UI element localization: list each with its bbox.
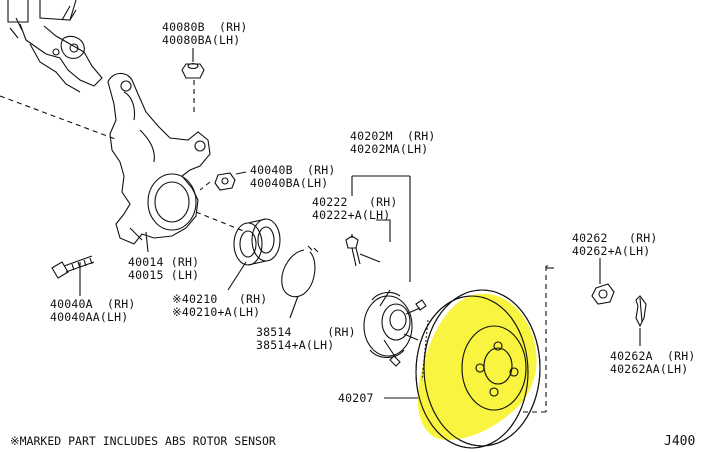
- label-40210-rh: ※40210 (RH): [172, 292, 268, 306]
- label-40015-lh: 40015 (LH): [128, 268, 200, 282]
- label-40040b-lh: 40040BA(LH): [250, 176, 329, 190]
- rotor-highlight: [415, 289, 541, 449]
- diagram-reference: J400: [664, 434, 696, 449]
- label-40040b-rh: 40040B (RH): [250, 163, 336, 177]
- nut-40262: [591, 283, 615, 305]
- snap-ring: [281, 245, 319, 298]
- label-40014-rh: 40014 (RH): [128, 255, 200, 269]
- label-40040a-lh: 40040AA(LH): [50, 310, 129, 324]
- wheel-bearing: [233, 218, 281, 266]
- cotter-pin: [635, 295, 647, 328]
- label-40262a-lh: 40262AA(LH): [610, 362, 689, 376]
- label-40222-lh: 40222+A(LH): [312, 208, 391, 222]
- wheel-hub: [363, 289, 427, 367]
- label-40262-lh: 40262+A(LH): [572, 244, 651, 258]
- nut-40080: [181, 62, 205, 79]
- label-40202-rh: 40202M (RH): [350, 129, 436, 143]
- label-40262a-rh: 40262A (RH): [610, 349, 696, 363]
- bolt-40040a: [51, 255, 95, 279]
- label-38514-lh: 38514+A(LH): [256, 338, 335, 352]
- strut-assembly: [7, 0, 103, 93]
- label-40040a-rh: 40040A (RH): [50, 297, 136, 311]
- label-40222-rh: 40222 (RH): [312, 195, 398, 209]
- dashed-guides: [0, 80, 548, 413]
- label-38514-rh: 38514 (RH): [256, 325, 356, 339]
- label-40202-lh: 40202MA(LH): [350, 142, 429, 156]
- label-40210-lh: ※40210+A(LH): [172, 305, 261, 319]
- nut-40040b: [214, 172, 236, 191]
- label-40080-rh: 40080B (RH): [162, 20, 248, 34]
- footer-note: ※MARKED PART INCLUDES ABS ROTOR SENSOR: [10, 434, 276, 448]
- steering-knuckle: [107, 72, 211, 245]
- label-40207: 40207: [338, 391, 374, 405]
- label-40262-rh: 40262 (RH): [572, 231, 658, 245]
- hub-bolt: [345, 235, 361, 267]
- leader-lines: [79, 48, 641, 399]
- label-40080-lh: 40080BA(LH): [162, 33, 241, 47]
